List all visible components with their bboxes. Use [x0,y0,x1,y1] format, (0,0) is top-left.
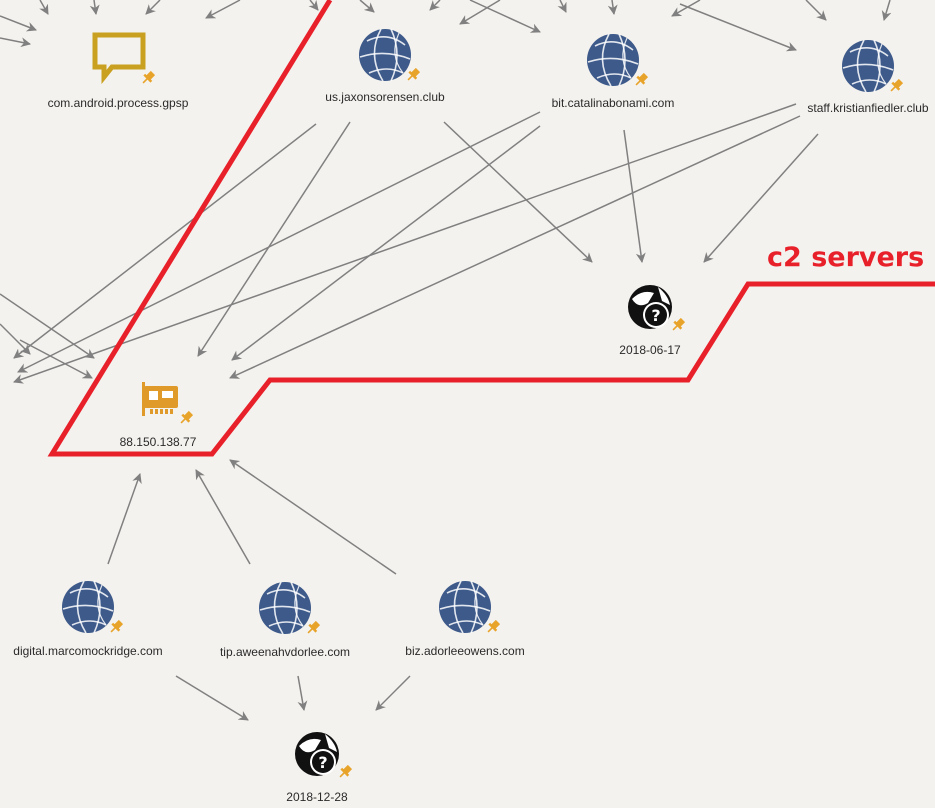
node-gpsp[interactable]: com.android.process.gpsp [48,32,189,110]
svg-text:?: ? [318,753,327,772]
edge-biz-to-d1228 [375,675,411,711]
c2-zone-outline [47,0,935,457]
c2-zone-label: c2 servers [767,242,924,273]
globe-icon [259,581,311,635]
node-label: 88.150.138.77 [120,435,197,449]
network-card-icon [142,382,178,416]
edge [205,0,241,19]
edge [459,0,501,25]
edge-biz-to-ip [229,459,397,575]
pin-icon [180,410,194,424]
node-label: bit.catalinabonami.com [552,96,675,110]
edge [13,103,797,384]
globe-icon [439,580,491,634]
offscreen-edges [0,0,892,384]
edge [557,0,567,13]
edge [469,0,541,33]
edge-marco-to-d1228 [175,675,249,721]
edge [0,15,37,32]
edge [19,339,93,379]
c2-annotation: c2 servers [47,0,935,457]
edge [671,0,701,17]
node-ip[interactable]: 88.150.138.77 [120,382,197,449]
edge [145,0,161,15]
edge [0,293,95,359]
globe-icon [62,580,114,634]
pin-icon [487,619,501,633]
node-marco[interactable]: digital.marcomockridge.com [13,580,163,658]
node-label: 2018-06-17 [619,343,681,357]
globe-question-icon: ? [628,285,672,329]
pin-icon [672,317,686,331]
node-label: staff.kristianfiedler.club [807,101,928,115]
speech-bubble-icon [92,32,146,85]
pin-icon [110,619,124,633]
edge [359,0,375,13]
edge-marco-to-ip [107,473,142,565]
pin-icon [339,764,353,778]
globe-question-icon: ? [295,732,339,776]
edge [17,111,541,373]
node-label: com.android.process.gpsp [48,96,189,110]
edge [0,37,31,48]
pin-icon [890,78,904,92]
globe-icon [842,39,894,93]
node-label: biz.adorleeowens.com [405,644,524,658]
pin-icon [142,70,156,84]
edge [89,0,100,15]
node-label: digital.marcomockridge.com [13,644,162,658]
node-label: us.jaxonsorensen.club [325,90,445,104]
edge-cat-to-d0617 [623,129,646,263]
node-label: tip.aweenahvdorlee.com [220,645,350,659]
globe-icon [587,33,639,87]
edge-kris-to-d0617 [703,133,819,263]
nodes-layer: com.android.process.gpsp us.jaxonsorensen… [13,28,929,804]
edge [13,123,317,359]
node-label: 2018-12-28 [286,790,348,804]
edge-kris-to-ip [229,115,801,379]
edge-tip-to-ip [195,469,251,565]
edge [308,0,319,11]
node-jax[interactable]: us.jaxonsorensen.club [325,28,445,104]
node-cat[interactable]: bit.catalinabonami.com [552,33,675,110]
pin-icon [635,72,649,86]
edge [881,0,892,21]
svg-text:?: ? [651,306,660,325]
edge-cat-to-ip [231,125,541,361]
pin-icon [407,67,421,81]
node-d1228[interactable]: ? 2018-12-28 [286,732,353,804]
node-tip[interactable]: tip.aweenahvdorlee.com [220,581,350,659]
node-kris[interactable]: staff.kristianfiedler.club [807,39,929,115]
pin-icon [307,620,321,634]
edge [805,0,827,21]
edge-jax-to-ip [197,121,351,357]
globe-icon [359,28,411,82]
edge [429,0,441,11]
node-d0617[interactable]: ? 2018-06-17 [619,285,686,357]
edge [39,0,49,15]
edge-tip-to-d1228 [297,675,308,711]
edge [679,3,797,52]
edge-jax-to-d0617 [443,121,593,263]
node-biz[interactable]: biz.adorleeowens.com [405,580,525,658]
edges-layer [107,115,819,721]
edge [607,0,618,15]
